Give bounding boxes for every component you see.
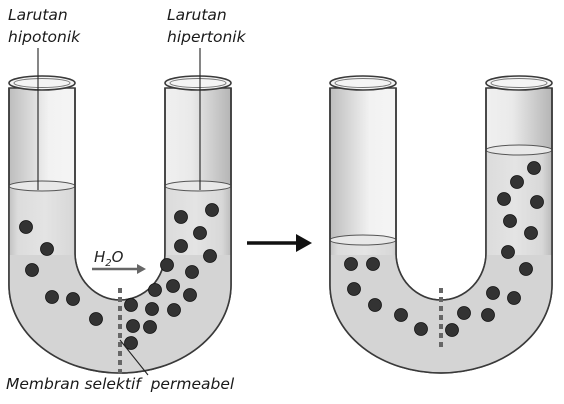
liquid-surface-low-arm xyxy=(329,234,397,246)
solute-particles-hypotonic xyxy=(19,220,103,326)
hypotonic-label-line2: hipotonik xyxy=(8,28,81,46)
water-label: H2O xyxy=(94,248,124,269)
liquid-surface-left-arm xyxy=(8,180,76,192)
solute-particles-after-left xyxy=(344,257,428,336)
liquid-surface-high-arm xyxy=(485,144,553,156)
liquid-surface-right-arm xyxy=(164,180,232,192)
u-tube-after xyxy=(329,75,553,374)
u-tube-before: H2O xyxy=(8,48,232,376)
membrane-pointer-line xyxy=(119,339,149,376)
hypertonic-label-line1: Larutan xyxy=(167,6,227,24)
hypotonic-label-line1: Larutan xyxy=(8,6,68,24)
right-arrow-icon xyxy=(247,234,312,252)
solute-particles-hypertonic xyxy=(124,203,219,350)
hypertonic-label-line2: hipertonik xyxy=(167,28,247,46)
water-flow-arrow xyxy=(92,264,146,274)
solute-particles-after-right xyxy=(445,161,544,337)
membrane-label: Membran selektif permeabel xyxy=(6,375,235,393)
